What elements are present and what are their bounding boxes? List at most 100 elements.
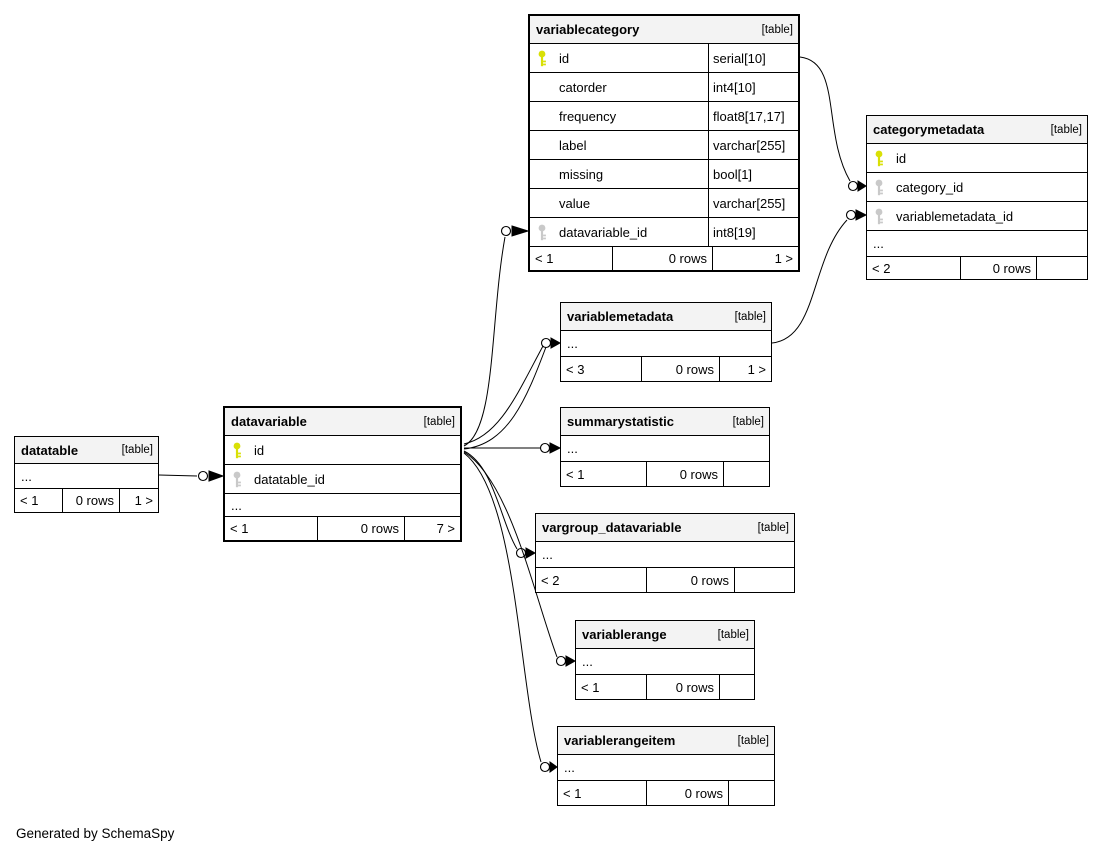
column-type: int8[19] (708, 218, 798, 246)
column-name: id (254, 442, 265, 458)
footer-children (719, 675, 754, 699)
edge-datavariable-to-variablemetadata-1 (463, 337, 562, 445)
footer-rowcount: 0 rows (646, 462, 723, 486)
table-tag: [table] (1050, 123, 1082, 136)
edge-datavariable-to-variablecategory (463, 225, 530, 447)
table-vargroup-datavariable[interactable]: vargroup_datavariable [table] ... < 2 0 … (535, 513, 795, 593)
table-variablerange[interactable]: variablerange [table] ... < 1 0 rows (575, 620, 755, 700)
primary-key-icon (232, 442, 244, 459)
column-name: frequency (559, 108, 617, 124)
table-tag: [table] (732, 415, 764, 428)
hidden-columns-row: ... (561, 436, 769, 462)
column-row: frequency float8[17,17] (530, 102, 798, 131)
column-name: catorder (559, 79, 607, 95)
column-row: datatable_id (225, 465, 460, 494)
column-row: variablemetadata_id (867, 202, 1087, 231)
hidden-columns-row: ... (15, 464, 158, 489)
edge-datavariable-to-variablemetadata-2 (463, 346, 547, 450)
edge-datavariable-to-variablerangeitem (463, 452, 558, 773)
footer-rowcount: 0 rows (646, 675, 719, 699)
table-title[interactable]: vargroup_datavariable (542, 520, 682, 535)
table-footer: < 2 0 rows (867, 257, 1087, 279)
table-tag: [table] (761, 23, 793, 36)
column-type: float8[17,17] (708, 102, 798, 130)
table-tag: [table] (423, 415, 455, 428)
table-title[interactable]: categorymetadata (873, 122, 985, 137)
footer-parents: < 1 (20, 493, 39, 508)
table-header[interactable]: datatable [table] (15, 437, 158, 464)
footer-children (734, 568, 794, 592)
column-row: datavariable_id int8[19] (530, 218, 798, 247)
table-tag: [table] (734, 310, 766, 323)
table-tag: [table] (737, 734, 769, 747)
column-name: category_id (896, 179, 964, 195)
column-name: datavariable_id (559, 224, 648, 240)
table-title[interactable]: datatable (21, 442, 79, 458)
table-title[interactable]: datavariable (231, 414, 307, 429)
footer-parents: < 2 (541, 572, 560, 588)
column-name: variablemetadata_id (896, 208, 1014, 224)
generator-note: Generated by SchemaSpy (16, 826, 175, 841)
hidden-columns-row: ... (225, 494, 460, 517)
table-variablemetadata[interactable]: variablemetadata [table] ... < 3 0 rows … (560, 302, 772, 382)
table-footer: < 2 0 rows (536, 568, 794, 592)
table-header[interactable]: categorymetadata [table] (867, 116, 1087, 144)
table-title[interactable]: summarystatistic (567, 414, 674, 429)
foreign-key-icon (537, 224, 549, 241)
table-datatable[interactable]: datatable [table] ... < 1 0 rows 1 > (14, 436, 159, 513)
table-header[interactable]: variablerange [table] (576, 621, 754, 649)
column-name: datatable_id (254, 471, 325, 487)
edge-variablecategory-to-categorymetadata (799, 56, 867, 192)
column-name: id (896, 150, 907, 166)
table-tag: [table] (121, 444, 153, 456)
table-footer: < 1 0 rows 7 > (225, 517, 460, 540)
table-datavariable[interactable]: datavariable [table] id datatable_id ...… (223, 406, 462, 542)
footer-rowcount: 0 rows (646, 781, 728, 805)
edge-datatable-to-datavariable (158, 470, 225, 482)
column-name: missing (559, 166, 604, 182)
foreign-key-icon (232, 471, 244, 488)
table-header[interactable]: summarystatistic [table] (561, 408, 769, 436)
primary-key-icon (874, 150, 886, 167)
table-title[interactable]: variablerangeitem (564, 733, 676, 748)
table-footer: < 3 0 rows 1 > (561, 357, 771, 381)
hidden-columns-row: ... (558, 755, 774, 781)
edge-datavariable-to-vargroup-datavariable (463, 450, 537, 559)
hidden-columns-row: ... (561, 331, 771, 357)
table-title[interactable]: variablecategory (536, 22, 640, 37)
table-footer: < 1 0 rows (558, 781, 774, 805)
footer-rowcount: 0 rows (612, 247, 712, 270)
footer-parents: < 1 (566, 466, 585, 482)
table-title[interactable]: variablemetadata (567, 309, 674, 324)
footer-children (723, 462, 769, 486)
footer-parents: < 1 (581, 679, 600, 695)
column-row: id serial[10] (530, 44, 798, 73)
footer-parents: < 3 (566, 361, 585, 377)
column-row: id (867, 144, 1087, 173)
hidden-columns-row: ... (576, 649, 754, 675)
table-header[interactable]: variablerangeitem [table] (558, 727, 774, 755)
table-variablecategory[interactable]: variablecategory [table] id serial[10] c… (528, 14, 800, 272)
table-footer: < 1 0 rows (576, 675, 754, 699)
footer-children: 1 > (719, 357, 771, 381)
table-header[interactable]: datavariable [table] (225, 408, 460, 436)
footer-children: 7 > (404, 517, 460, 540)
edge-variablemetadata-to-categorymetadata (771, 209, 868, 344)
table-header[interactable]: variablecategory [table] (530, 16, 798, 44)
footer-rowcount: 0 rows (317, 517, 404, 540)
table-tag: [table] (717, 628, 749, 641)
table-categorymetadata[interactable]: categorymetadata [table] id category_id … (866, 115, 1088, 280)
table-summarystatistic[interactable]: summarystatistic [table] ... < 1 0 rows (560, 407, 770, 487)
footer-rowcount: 0 rows (62, 489, 119, 512)
table-header[interactable]: vargroup_datavariable [table] (536, 514, 794, 542)
table-variablerangeitem[interactable]: variablerangeitem [table] ... < 1 0 rows (557, 726, 775, 806)
column-type: serial[10] (708, 44, 798, 72)
column-row: id (225, 436, 460, 465)
table-title[interactable]: variablerange (582, 627, 667, 642)
column-type: int4[10] (708, 73, 798, 101)
table-footer: < 1 0 rows 1 > (530, 247, 798, 270)
edge-datavariable-to-variablerange (463, 451, 577, 667)
table-header[interactable]: variablemetadata [table] (561, 303, 771, 331)
